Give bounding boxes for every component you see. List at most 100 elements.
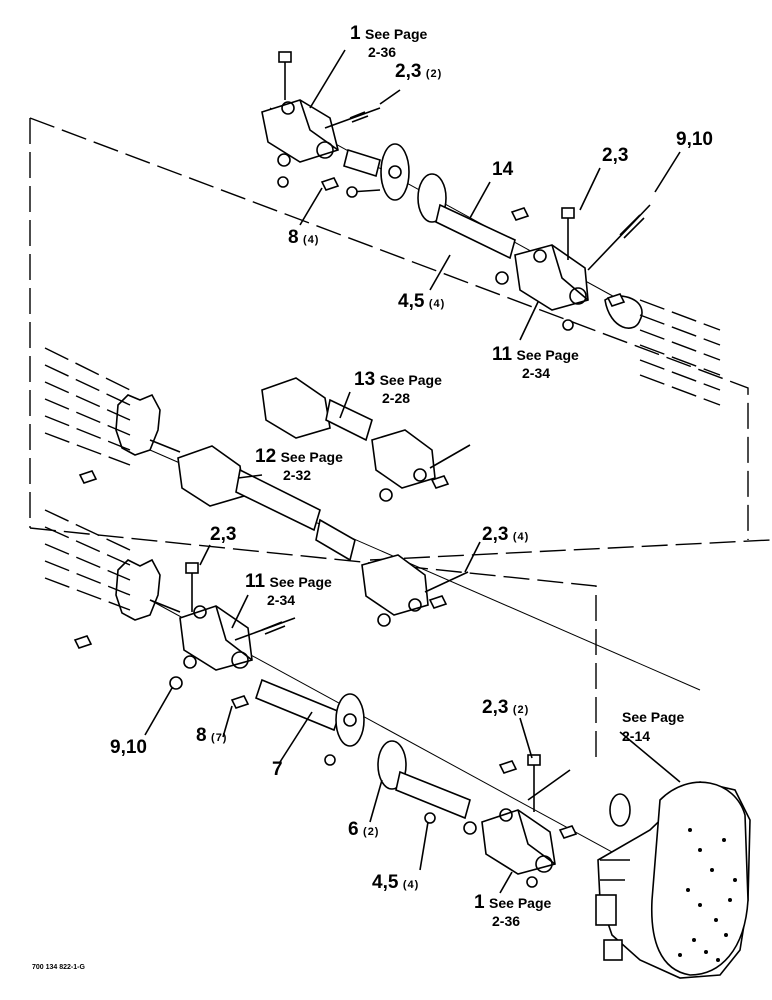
nut-icon bbox=[379, 488, 393, 502]
callout-number: 4,5 bbox=[372, 872, 399, 893]
shaft-icon bbox=[343, 143, 410, 201]
callout-number: 2,3 bbox=[395, 61, 422, 82]
bolt-icon bbox=[527, 769, 571, 801]
callout-number: 1 bbox=[350, 23, 361, 44]
callout-12: 12 See Page 2-32 bbox=[255, 447, 343, 482]
callout-4-5-top: 4,5 (4) bbox=[398, 292, 445, 311]
callout-page: 2-14 bbox=[622, 728, 651, 744]
key-icon bbox=[73, 635, 250, 709]
u-joint-icon bbox=[481, 808, 556, 875]
key-icon bbox=[498, 760, 578, 839]
callout-ref: See Page bbox=[365, 26, 428, 42]
bolt-icon bbox=[424, 812, 436, 824]
nut-icon bbox=[169, 655, 197, 690]
callout-number: 7 bbox=[272, 759, 283, 780]
bolt-icon bbox=[278, 51, 292, 100]
flange-icon bbox=[417, 173, 516, 260]
u-joint-icon bbox=[514, 244, 589, 311]
u-joint-icon bbox=[179, 605, 253, 671]
callout-qty: (7) bbox=[211, 732, 228, 744]
key-icon bbox=[78, 470, 450, 609]
bolt-icon bbox=[527, 754, 541, 812]
callout-number: 1 bbox=[474, 892, 485, 913]
callout-ref: See Page bbox=[516, 347, 579, 363]
shaft-icon bbox=[255, 678, 365, 766]
callout-page: 2-36 bbox=[492, 913, 521, 929]
callout-qty: (4) bbox=[303, 234, 320, 246]
callout-qty: (2) bbox=[363, 826, 380, 838]
callout-2-3-bottom: 2,3 (2) bbox=[482, 698, 529, 717]
callout-9-10-right: 9,10 bbox=[676, 130, 713, 149]
callout-ref: See Page bbox=[379, 372, 442, 388]
callout-11-right: 11 See Page 2-34 bbox=[492, 345, 579, 380]
callout-4-5-bottom: 4,5 (4) bbox=[372, 873, 419, 892]
callout-qty: (4) bbox=[428, 298, 446, 310]
callout-number: 9,10 bbox=[676, 129, 713, 150]
figure-code: 700 134 822-1-G bbox=[32, 964, 85, 971]
callout-ref: See Page bbox=[269, 574, 332, 590]
callout-ref: See Page bbox=[622, 709, 685, 725]
nut-icon bbox=[495, 271, 574, 331]
callout-8-bottom: 8 (7) bbox=[196, 726, 227, 745]
callout-number: 8 bbox=[288, 227, 299, 248]
callout-number: 2,3 bbox=[602, 145, 629, 166]
callout-6: 6 (2) bbox=[348, 820, 379, 839]
bolt-icon bbox=[346, 186, 381, 198]
callout-ref: See Page bbox=[280, 449, 343, 465]
bolt-icon bbox=[324, 107, 381, 129]
callout-qty: (2) bbox=[425, 68, 443, 80]
callout-number: 2,3 bbox=[482, 697, 509, 718]
callout-ref: See Page bbox=[489, 895, 552, 911]
callout-page: 2-36 bbox=[368, 44, 397, 60]
callout-number: 12 bbox=[255, 446, 277, 467]
callout-2-3-mid: 2,3 (4) bbox=[482, 525, 529, 544]
callout-1-bottom: 1 See Page 2-36 bbox=[474, 893, 551, 928]
callout-2-3-right: 2,3 bbox=[602, 146, 628, 165]
callout-7: 7 bbox=[272, 760, 283, 779]
gearbox-icon bbox=[595, 781, 751, 979]
callout-13: 13 See Page 2-28 bbox=[354, 370, 442, 405]
callout-page: 2-28 bbox=[382, 390, 411, 406]
u-joint-icon bbox=[261, 99, 339, 163]
roll-icon bbox=[604, 295, 721, 406]
callout-number: 11 bbox=[245, 571, 266, 592]
callout-11-left: 11 See Page 2-34 bbox=[245, 572, 332, 607]
callout-number: 4,5 bbox=[398, 291, 425, 312]
callout-number: 9,10 bbox=[110, 737, 147, 758]
callout-gearbox: See Page 2-14 bbox=[622, 710, 684, 743]
callout-qty: (4) bbox=[402, 879, 420, 891]
callout-qty: (4) bbox=[512, 531, 530, 543]
bolt-icon bbox=[234, 617, 296, 641]
callout-number: 2,3 bbox=[482, 524, 509, 545]
bolt-icon bbox=[587, 204, 651, 271]
callout-page: 2-34 bbox=[522, 365, 551, 381]
roll-icon bbox=[44, 509, 181, 621]
leader-lines bbox=[144, 49, 681, 894]
bolt-icon bbox=[561, 207, 575, 260]
callout-number: 6 bbox=[348, 819, 359, 840]
callout-qty: (2) bbox=[512, 704, 530, 716]
callout-number: 8 bbox=[196, 725, 207, 746]
callout-2-3-top: 2,3 (2) bbox=[395, 62, 442, 81]
frame-lines bbox=[29, 117, 771, 760]
callout-number: 14 bbox=[492, 159, 514, 180]
nut-icon bbox=[377, 613, 391, 627]
callout-page: 2-34 bbox=[267, 592, 296, 608]
u-joint-icon bbox=[177, 445, 429, 616]
roll-icon bbox=[44, 347, 181, 466]
callout-8-top: 8 (4) bbox=[288, 228, 319, 247]
bolt-icon bbox=[424, 571, 469, 593]
nut-icon bbox=[463, 821, 538, 888]
nut-icon bbox=[277, 153, 291, 188]
callout-2-3-left: 2,3 bbox=[210, 525, 236, 544]
u-joint-icon bbox=[261, 377, 436, 489]
callout-14: 14 bbox=[492, 160, 513, 179]
flange-icon bbox=[377, 740, 471, 820]
bolt-icon bbox=[429, 444, 471, 469]
callout-number: 2,3 bbox=[210, 524, 237, 545]
callout-1-top: 1 See Page 2-36 bbox=[350, 24, 427, 59]
bolt-icon bbox=[185, 562, 199, 612]
callout-page: 2-32 bbox=[283, 467, 312, 483]
